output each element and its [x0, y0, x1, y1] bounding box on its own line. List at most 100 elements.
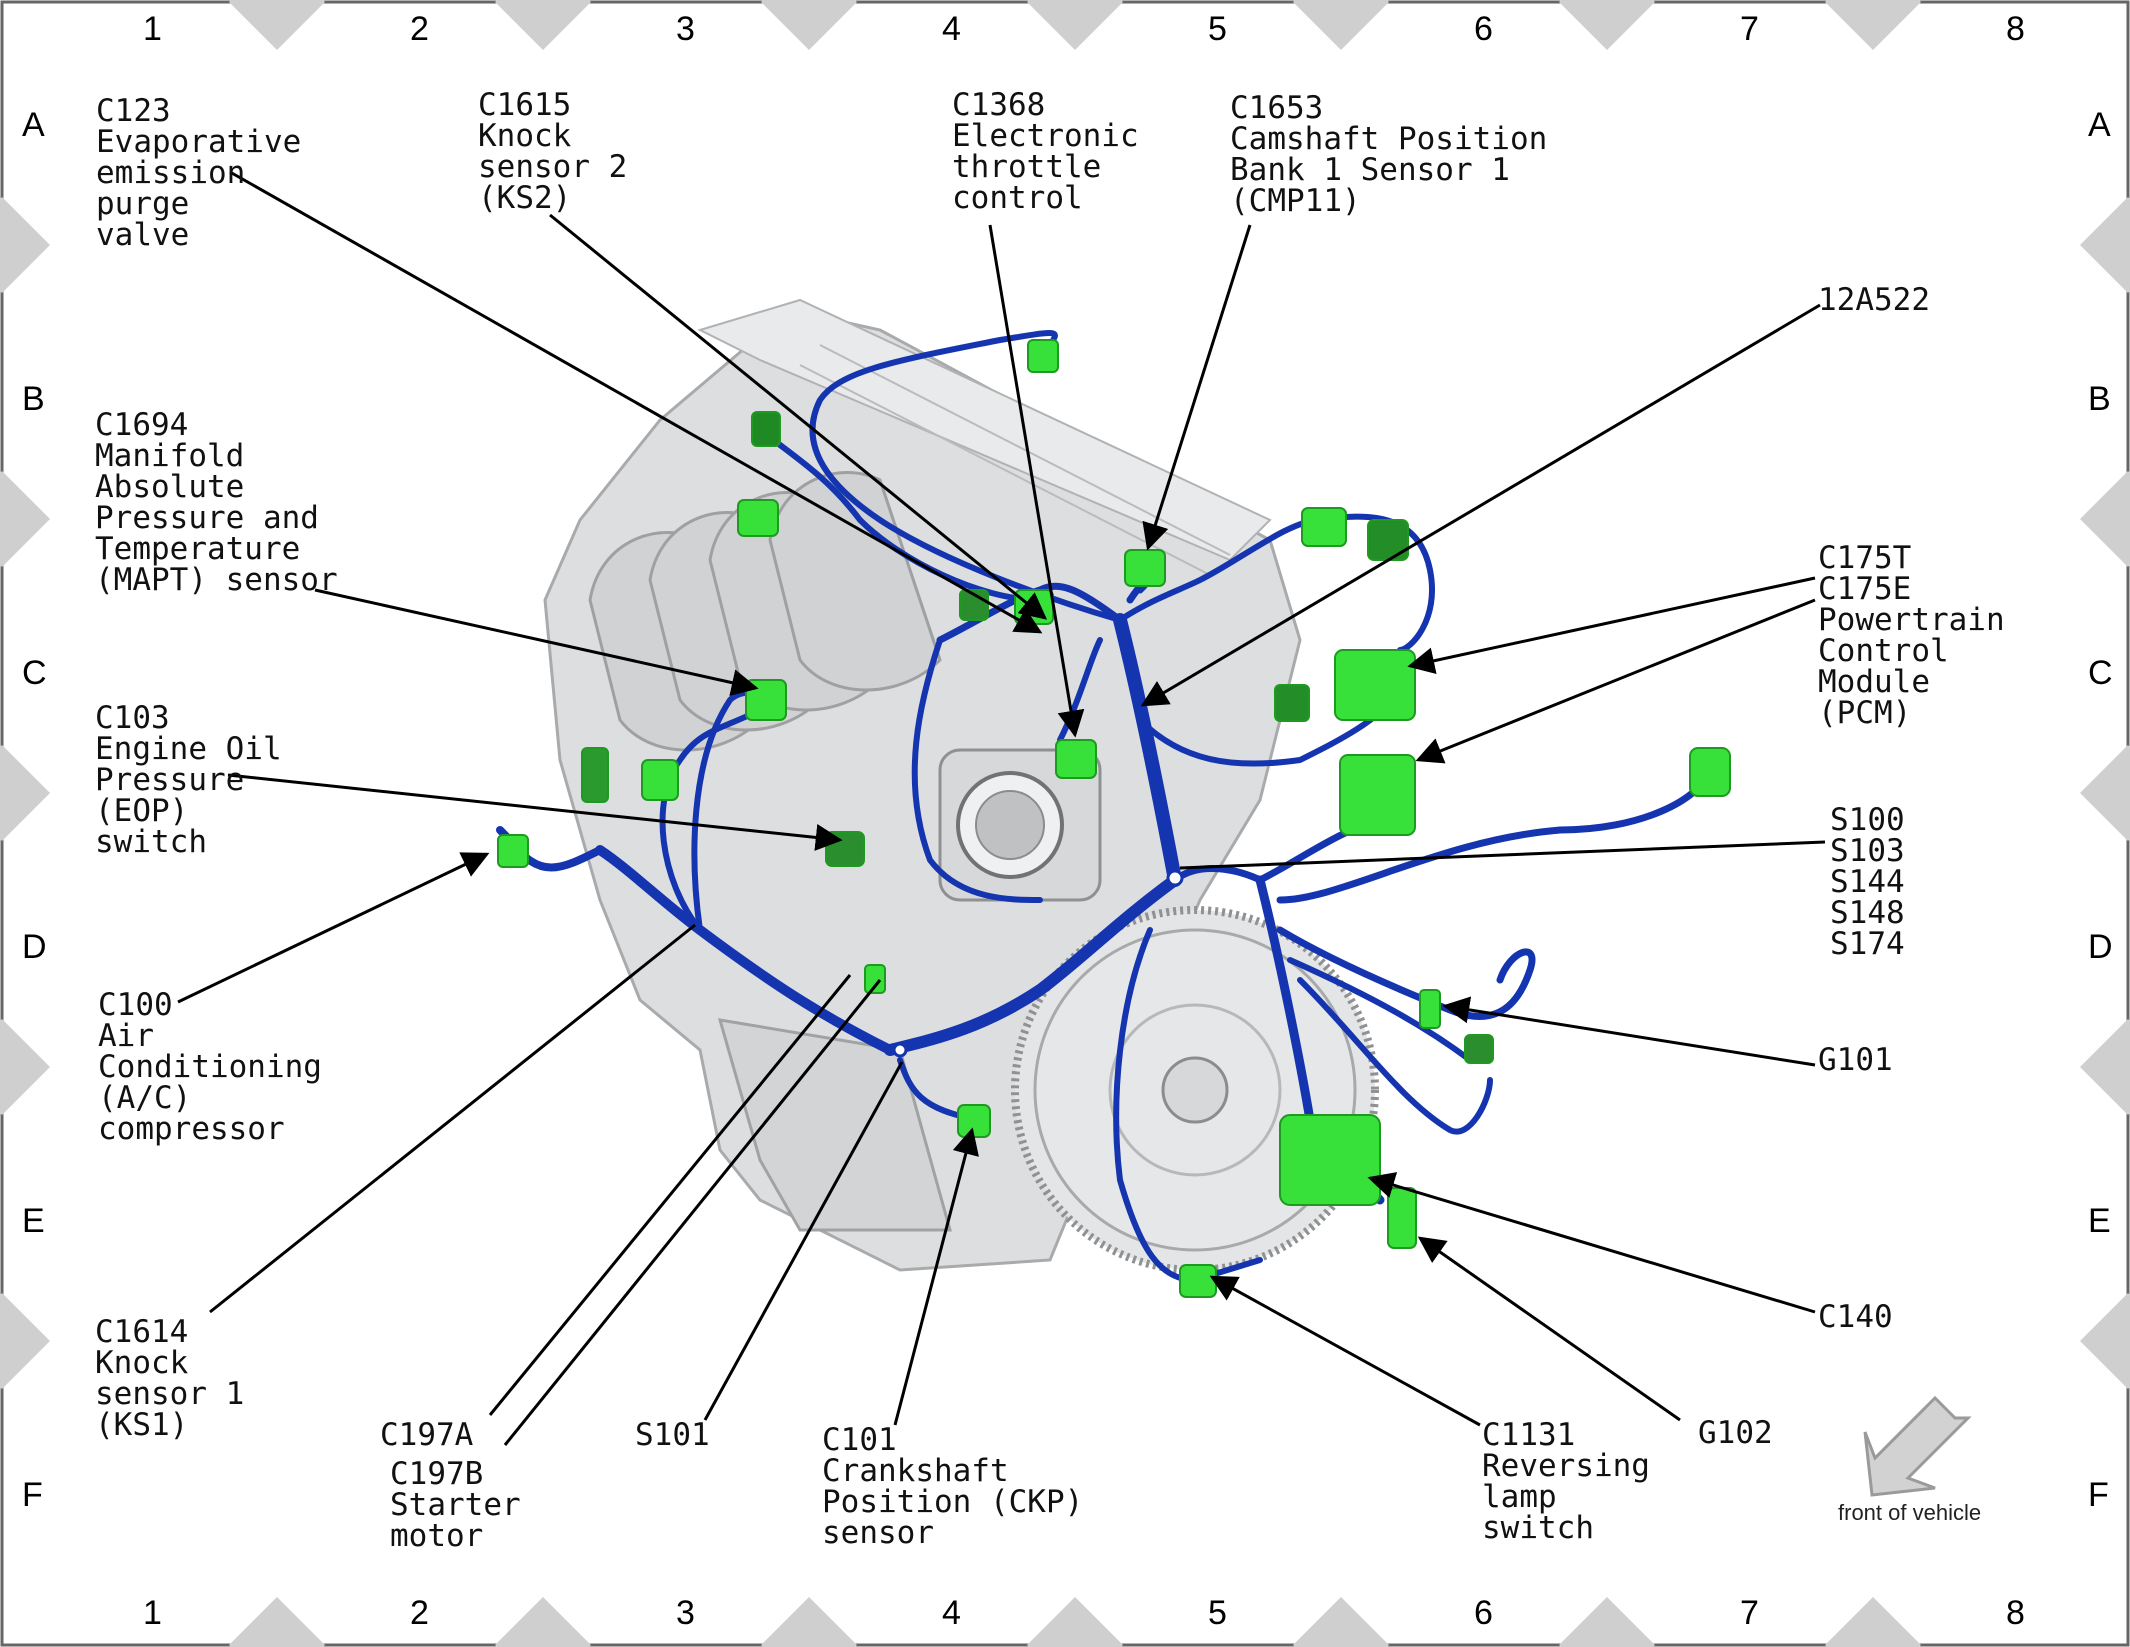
- border-diamond: [495, 0, 591, 50]
- label-c175-line: Module: [1818, 664, 1930, 700]
- border-diamond: [2080, 1293, 2130, 1389]
- border-diamond: [1027, 0, 1123, 50]
- label-c1694-line: Absolute: [95, 469, 245, 505]
- leader-c101: [893, 1127, 979, 1426]
- label-c1614-line: (KS1): [95, 1407, 189, 1443]
- label-c123-line: valve: [96, 217, 190, 253]
- label-12a522: 12A522: [1818, 285, 1930, 316]
- connectors: [497, 339, 1731, 1298]
- label-c1131-line: switch: [1482, 1510, 1594, 1546]
- grid-column-label: 7: [1740, 1594, 1759, 1632]
- grid-row-label: F: [22, 1476, 43, 1514]
- label-c1653-line: C1653: [1230, 90, 1324, 126]
- grid-row-label: D: [2088, 928, 2113, 966]
- border-diamond: [1825, 1597, 1921, 1647]
- label-c1694-line: Temperature: [95, 531, 301, 567]
- grid-column-label: 1: [143, 1594, 162, 1632]
- grid-column-label: 4: [942, 1594, 961, 1632]
- grid-column-label: 6: [1474, 1594, 1493, 1632]
- label-c123-line: purge: [96, 186, 190, 222]
- label-c103-line: Engine Oil: [95, 731, 282, 767]
- label-c175-line: Powertrain: [1818, 602, 2005, 638]
- grid-row-label: C: [22, 654, 47, 692]
- grid-row-label: D: [22, 928, 47, 966]
- border-diamond: [0, 471, 50, 567]
- label-c101-line: Crankshaft: [822, 1453, 1009, 1489]
- label-splices-line: S148: [1830, 895, 1905, 931]
- grid-column-label: 5: [1208, 10, 1227, 48]
- leader-c103: [227, 773, 843, 851]
- leader-c100: [177, 852, 490, 1004]
- label-c1368-line: control: [952, 180, 1083, 216]
- label-c100-line: compressor: [98, 1111, 285, 1147]
- label-c1653-line: Camshaft Position: [1230, 121, 1548, 157]
- label-c1368-line: C1368: [952, 87, 1046, 123]
- label-c101-line: sensor: [822, 1515, 934, 1551]
- label-g102-line: G102: [1698, 1415, 1773, 1451]
- grid-row-label: E: [22, 1202, 45, 1240]
- label-c175-line: Control: [1818, 633, 1949, 669]
- label-splices-line: S100: [1830, 802, 1905, 838]
- grid-column-label: 5: [1208, 1594, 1227, 1632]
- border-diamond: [1293, 1597, 1389, 1647]
- grid-row-label: B: [22, 380, 45, 418]
- front-arrow-icon: [1863, 1395, 1972, 1497]
- border-diamond: [2080, 471, 2130, 567]
- label-c1131-line: C1131: [1482, 1417, 1576, 1453]
- leader-c197a: [488, 974, 852, 1416]
- border-diamond: [0, 745, 50, 841]
- border-diamond: [229, 1597, 325, 1647]
- grid-column-label: 4: [942, 10, 961, 48]
- leader-s101: [703, 1061, 904, 1421]
- grid-column-label: 8: [2006, 1594, 2025, 1632]
- label-c1694-line: C1694: [95, 407, 189, 443]
- label-g101-line: G101: [1818, 1042, 1893, 1078]
- leader-c175t: [1407, 576, 1816, 675]
- leader-lines: [177, 170, 1826, 1446]
- label-c197b-line: C197B: [390, 1456, 484, 1492]
- label-c103-line: C103: [95, 700, 170, 736]
- border-diamond: [1825, 0, 1921, 50]
- grid-column-label: 8: [2006, 10, 2025, 48]
- grid-row-label: A: [2088, 106, 2111, 144]
- border-diamond: [2080, 745, 2130, 841]
- label-c100-line: C100: [98, 987, 173, 1023]
- leader-c1653: [1142, 224, 1252, 551]
- label-12a522-line: 12A522: [1818, 282, 1930, 318]
- border-diamond: [0, 1293, 50, 1389]
- border-diamond: [2080, 197, 2130, 293]
- border-diamond: [2080, 1019, 2130, 1115]
- label-c101-line: Position (CKP): [822, 1484, 1084, 1520]
- label-c1653-line: (CMP11): [1230, 183, 1361, 219]
- label-c1653-line: Bank 1 Sensor 1: [1230, 152, 1510, 188]
- leader-c1615: [549, 213, 1048, 620]
- grid-row-label: A: [22, 106, 45, 144]
- border-diamond: [761, 0, 857, 50]
- label-c123-line: C123: [96, 93, 171, 129]
- label-c103-line: (EOP): [95, 793, 189, 829]
- label-c1131-line: lamp: [1482, 1479, 1557, 1515]
- label-splices-line: S174: [1830, 926, 1905, 962]
- label-c197a-line: C197A: [380, 1417, 474, 1453]
- leader-c123: [229, 170, 1043, 634]
- label-c140-line: C140: [1818, 1299, 1893, 1335]
- label-c100-line: (A/C): [98, 1080, 192, 1116]
- splice-s100: [1166, 869, 1184, 887]
- label-c1615-line: C1615: [478, 87, 572, 123]
- grid-row-label: B: [2088, 380, 2111, 418]
- label-c1694-line: Pressure and: [95, 500, 319, 536]
- label-c1694-line: Manifold: [95, 438, 245, 474]
- label-c123-line: Evaporative: [96, 124, 302, 160]
